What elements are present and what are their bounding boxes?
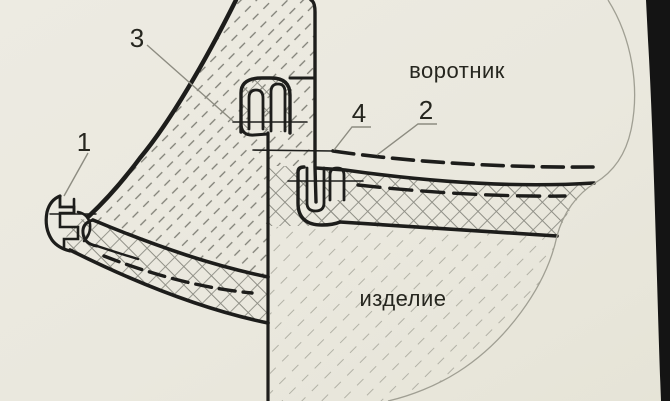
upper-dashed-stitch-line: [331, 149, 595, 169]
callout-2-label: 2: [419, 95, 433, 125]
leader-line-3: [146, 44, 234, 122]
ink-lines: [44, 0, 596, 401]
neckline-band-top-edge: [91, 218, 270, 279]
callout-1-label: 1: [77, 127, 91, 157]
neckline-band-bottom-edge: [68, 248, 270, 325]
photo-edge-shadow: [646, 0, 670, 401]
neckline-dashed-stitch-line: [102, 254, 254, 295]
leader-line-4: [333, 126, 371, 151]
fabric-outline-curve: [387, 0, 636, 401]
collar-stand-region: [88, 0, 315, 277]
garment-part-label: изделие: [359, 286, 446, 311]
edge-seam-hook: [44, 194, 72, 253]
band-dashed-stitch-line: [356, 183, 567, 198]
neckline-band-region: [66, 219, 268, 323]
leader-line-2: [376, 123, 437, 156]
roll-line-guideline: [252, 149, 334, 152]
collar-band-top-edge: [314, 166, 596, 187]
callout-3-label: 3: [130, 23, 144, 53]
upper-seam-hook: [239, 76, 292, 135]
garment-region: [270, 223, 557, 401]
lower-seam-hook: [296, 165, 342, 227]
collar-band-bottom-edge: [338, 220, 559, 238]
collar-part-label: воротник: [409, 58, 505, 83]
leader-lines: [63, 44, 437, 197]
collar-stand-edge: [85, 0, 239, 220]
leader-line-1: [63, 152, 89, 197]
callout-4-label: 4: [352, 98, 366, 128]
collar-stand-vertical: [309, 0, 318, 204]
